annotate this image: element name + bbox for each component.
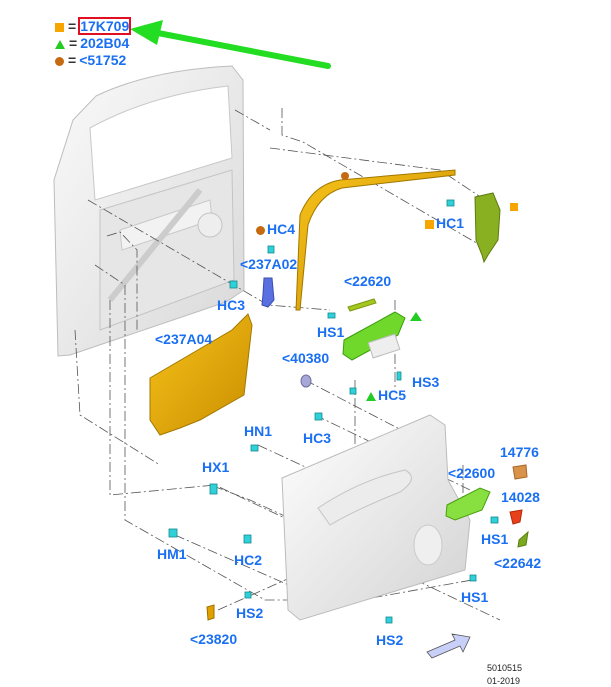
callout-40380: <40380 (282, 350, 330, 366)
orange-square-marker (510, 203, 518, 211)
fastener-hc1 (446, 199, 455, 207)
fastener-hs2-bottom (385, 616, 393, 624)
drawing-number: 5010515 (487, 663, 523, 673)
green-triangle-marker (410, 312, 422, 321)
callout-hs1-bottom: HS1 (461, 589, 489, 605)
fastener-hs1-top (327, 312, 336, 319)
callout-hc1: HC1 (425, 216, 464, 230)
callout-hs2-left: HS2 (236, 605, 264, 621)
fastener-hc3-top (229, 280, 238, 289)
callout-hs2-bottom: HS2 (376, 632, 404, 648)
callout-23820: <23820 (190, 631, 238, 647)
pointer-arrow (130, 20, 331, 69)
brown-circle-icon (55, 56, 64, 66)
callout-22642: <22642 (494, 555, 542, 571)
callout-hs1-right: HS1 (481, 531, 509, 547)
insulator-pad-237a04-part (149, 313, 253, 436)
olive-seal-part (474, 192, 501, 264)
orange-square-icon (55, 22, 64, 32)
window-frame-part (295, 169, 456, 311)
callout-hx1: HX1 (202, 459, 230, 475)
drawing-date: 01-2019 (487, 676, 521, 686)
callout-hc2: HC2 (234, 552, 263, 568)
callout-237a04: <237A04 (155, 331, 213, 347)
part-14776 (512, 464, 528, 480)
legend-item-51752: =<51752 (55, 52, 126, 68)
fastener-hx1 (209, 483, 218, 495)
legend-code-highlighted: 17K709 (78, 17, 132, 35)
legend-item-17k709: =17K709 (55, 17, 132, 35)
callout-hc3-mid: HC3 (303, 430, 332, 446)
orange-square-icon (425, 219, 434, 229)
fastener-hc3-mid (314, 412, 323, 421)
fastener-hn1 (250, 444, 259, 452)
callout-22600: <22600 (448, 465, 496, 481)
fasteners (168, 199, 499, 624)
handle-bezel-22600-part (445, 487, 491, 521)
fastener-hs2-left (244, 591, 252, 599)
callout-hc5: HC5 (366, 388, 406, 402)
callout-237a02: <237A02 (240, 256, 298, 272)
brown-circle-marker (341, 172, 349, 180)
legend-code: <51752 (79, 52, 127, 68)
fastener-hs3 (396, 371, 402, 381)
door-inner-panel (53, 65, 245, 357)
callout-14776: 14776 (500, 444, 539, 460)
callout-hs1-top: HS1 (317, 324, 345, 340)
brown-circle-icon (256, 225, 265, 235)
part-40380 (300, 374, 312, 388)
part-markers (341, 172, 518, 321)
green-triangle-icon (366, 391, 376, 401)
fastener-hc2 (243, 534, 252, 544)
green-triangle-icon (55, 39, 65, 49)
part-23820 (206, 604, 215, 621)
callout-hc4: HC4 (256, 222, 295, 236)
door-trim-panel (281, 414, 471, 621)
callout-hs3: HS3 (412, 374, 440, 390)
callout-14028: 14028 (501, 489, 540, 505)
callout-hc3-top: HC3 (217, 297, 246, 313)
legend-item-202b04: =202B04 (55, 35, 129, 51)
part-22642 (517, 530, 529, 548)
bracket-237a02-part (261, 277, 275, 308)
fastener-hc5 (349, 387, 357, 395)
fastener-hs1-bottom (469, 574, 477, 582)
part-14028 (509, 509, 523, 525)
fastener-hc4 (267, 245, 275, 254)
trim-strip-22620-part (347, 298, 377, 312)
callout-hn1: HN1 (244, 423, 273, 439)
callout-hm1: HM1 (157, 546, 187, 562)
switch-bezel-part (342, 311, 406, 361)
callout-22620: <22620 (344, 273, 392, 289)
view-direction-arrow (426, 633, 471, 659)
legend-code: 202B04 (80, 35, 130, 51)
fastener-hm1 (168, 528, 178, 538)
fastener-hs1-right (490, 516, 499, 524)
